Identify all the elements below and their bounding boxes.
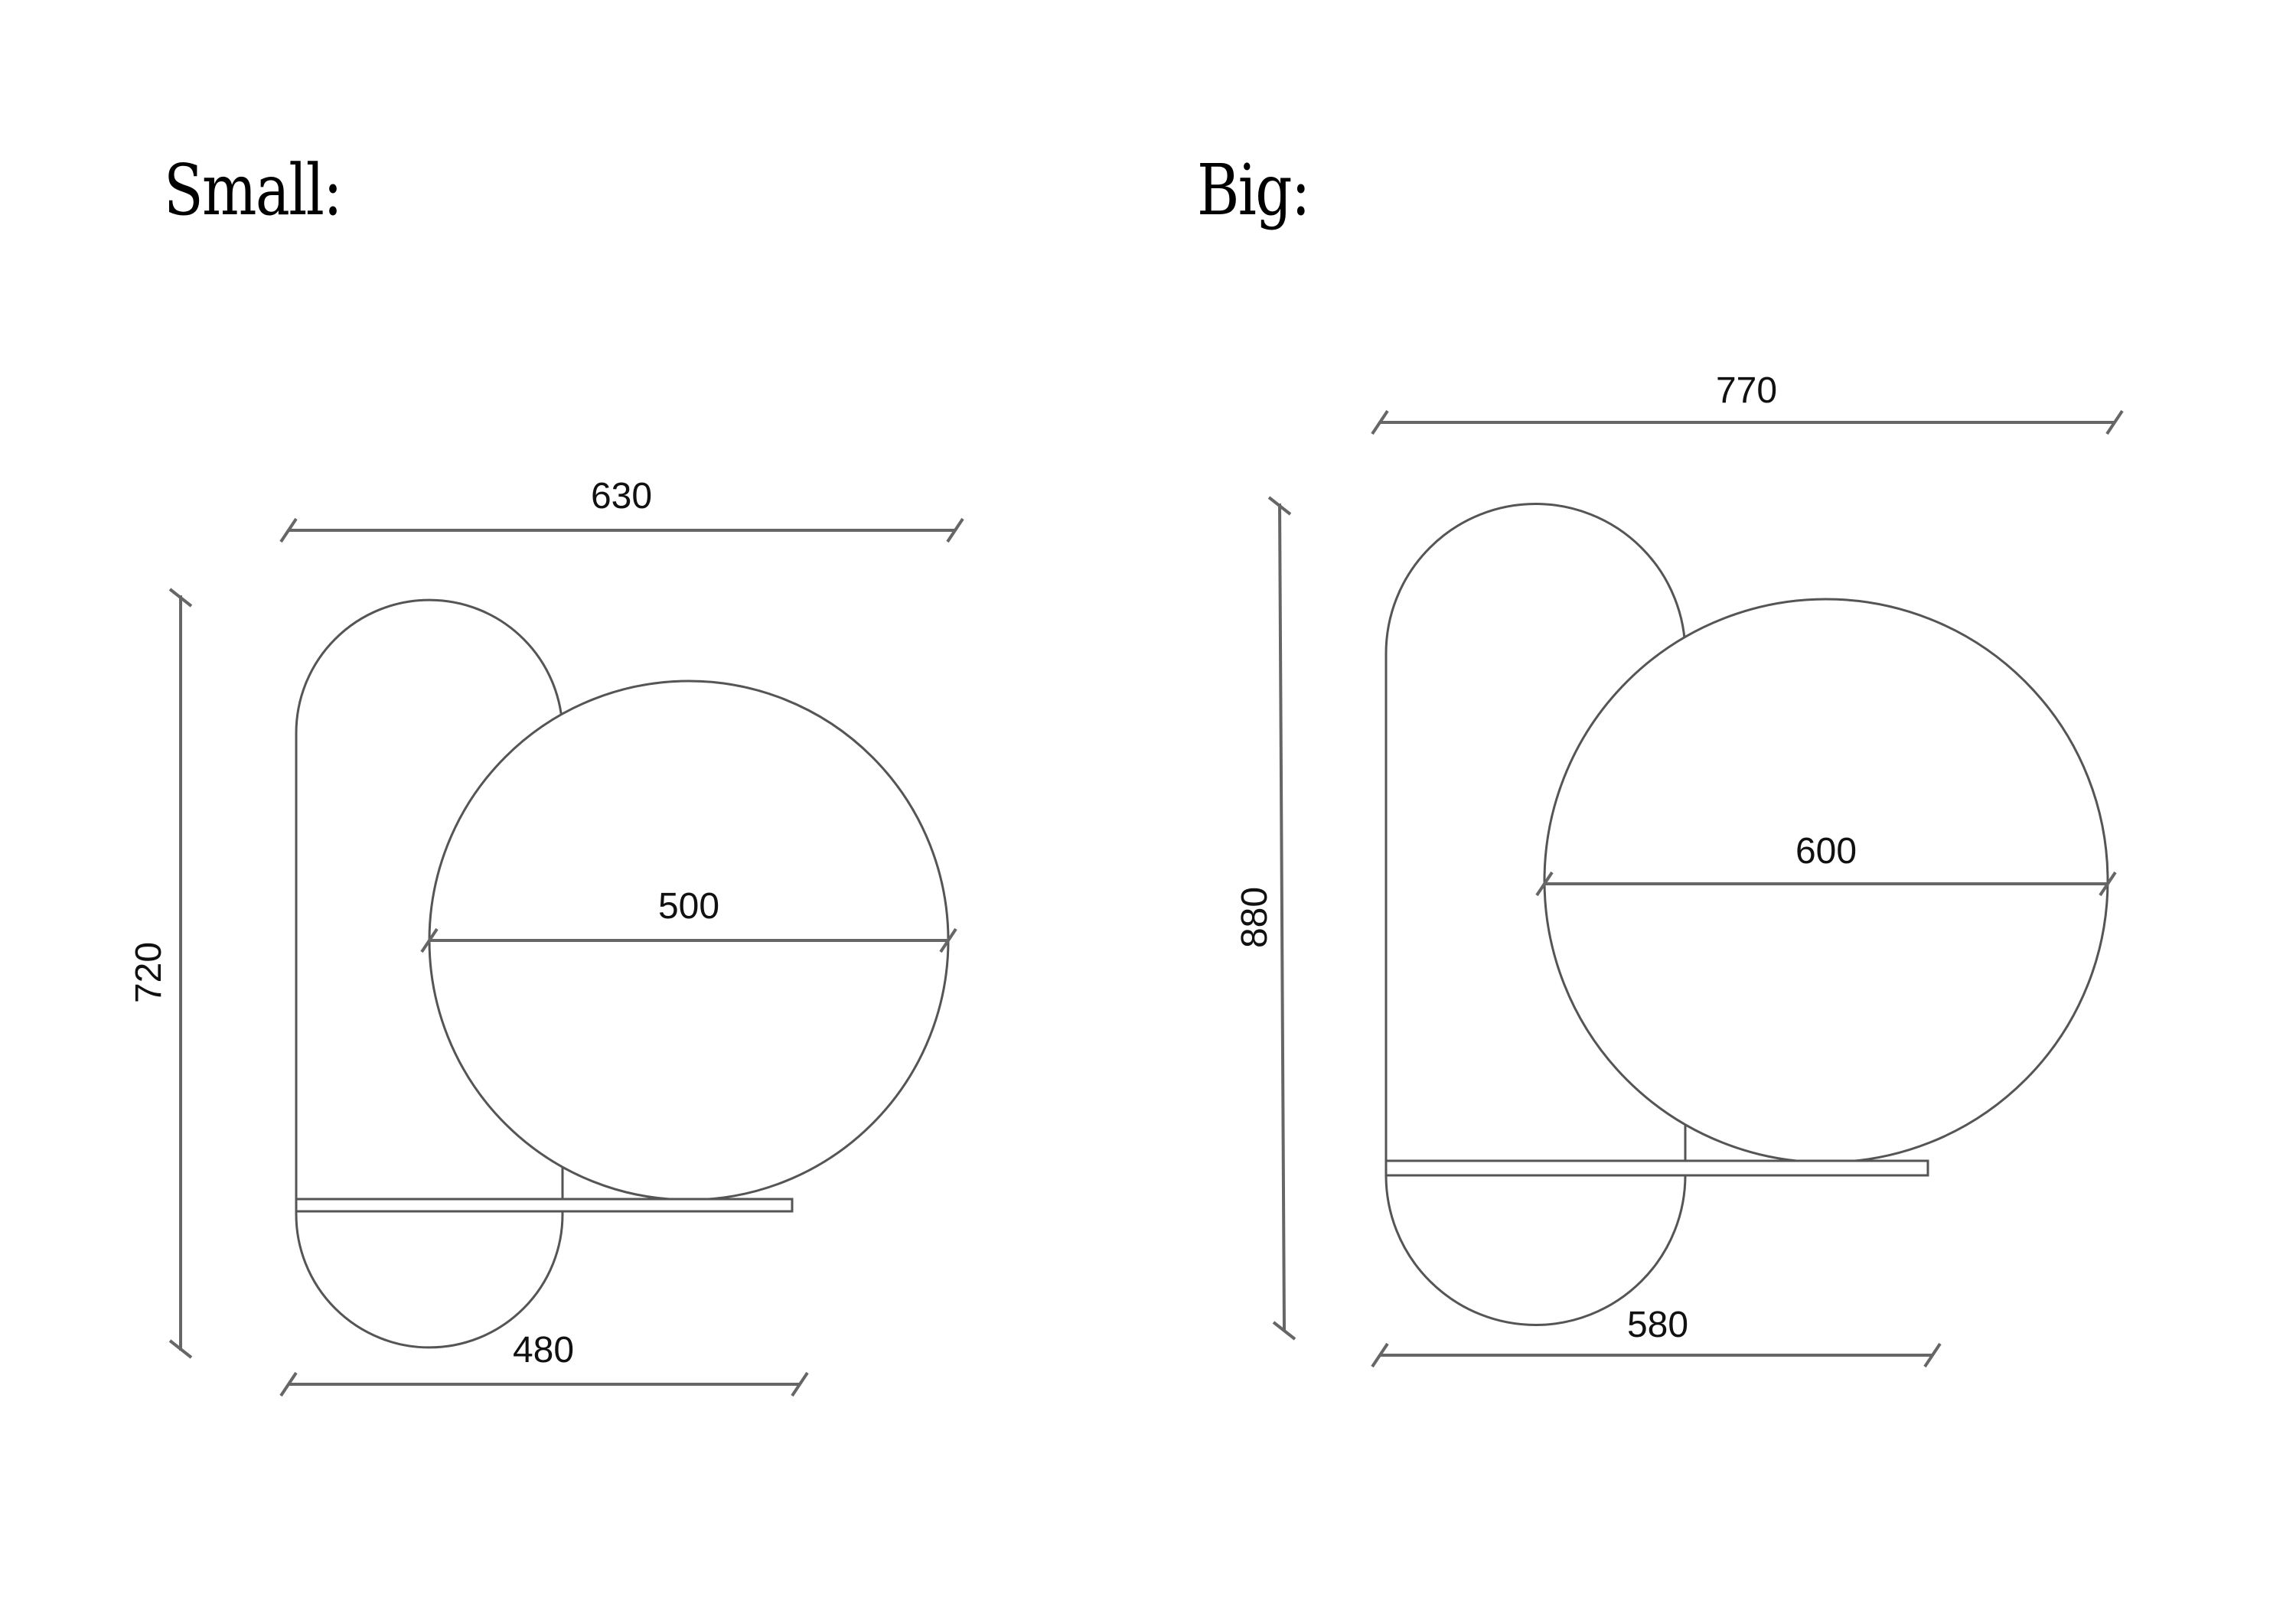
small-height-label: 720 — [129, 942, 169, 1003]
small-diameter-label: 500 — [658, 886, 719, 927]
small-shelf — [295, 1198, 794, 1213]
small-capsule-panel — [295, 598, 564, 1349]
big-width-label: 770 — [1716, 370, 1777, 411]
big-height-dimension-line — [1278, 503, 1286, 1331]
big-drawing: 770 880 600 580 — [1234, 370, 2124, 1368]
big-round-mirror — [1543, 598, 2109, 1164]
big-height-label: 880 — [1234, 887, 1275, 948]
big-diameter-label: 600 — [1795, 831, 1857, 872]
big-heading: Big: — [1197, 149, 1310, 231]
small-shelf-width-label: 480 — [513, 1330, 574, 1370]
big-shelf-width-label: 580 — [1627, 1305, 1688, 1345]
small-width-label: 630 — [591, 476, 652, 517]
small-heading: Small: — [164, 149, 343, 231]
big-shelf — [1384, 1159, 1929, 1177]
small-drawing: 630 720 500 480 — [129, 476, 964, 1397]
